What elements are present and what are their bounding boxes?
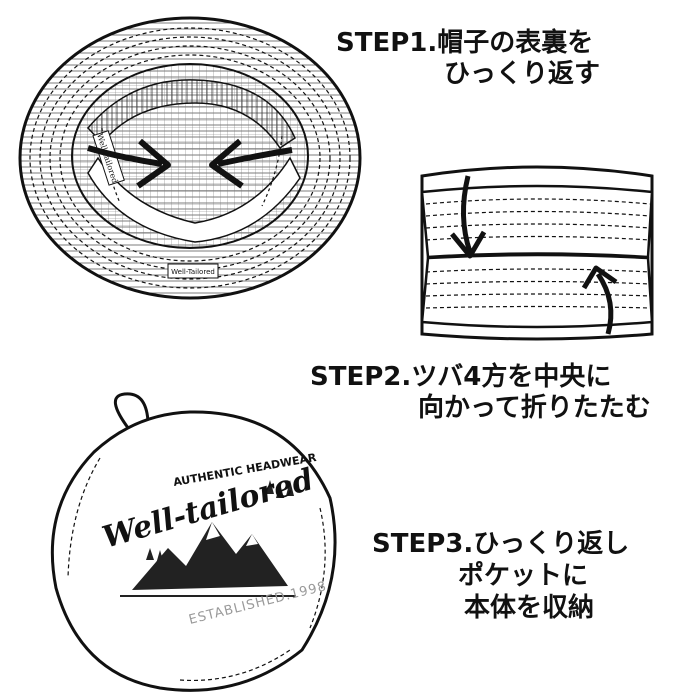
fold-up-arrow-icon xyxy=(595,272,614,335)
left-arrow-icon xyxy=(87,145,163,167)
pouch-loop xyxy=(113,392,150,439)
step3-line3: 本体を収納 xyxy=(464,593,595,624)
pouch-illustration: AUTHENTIC HEADWEAR Well-tailored ESTABLI… xyxy=(50,392,337,692)
mountain-logo-icon xyxy=(132,522,288,590)
step1-line1: STEP1.帽子の表裏を xyxy=(336,28,594,58)
top-fold-flap xyxy=(420,184,654,259)
step3-line2: ポケットに xyxy=(458,561,589,592)
fold-down-arrow-icon xyxy=(460,175,473,253)
folded-hat-illustration xyxy=(420,165,654,341)
step3-line1: STEP3.ひっくり返し xyxy=(372,529,630,559)
step1-line2: ひっくり返す xyxy=(444,58,601,89)
step2-line2: 向かって折りたたむ xyxy=(418,392,651,423)
bottom-fold-flap xyxy=(420,253,654,329)
right-arrow-icon xyxy=(217,147,293,167)
pouch-body xyxy=(50,410,337,692)
hat-label: Well-Tailored xyxy=(171,268,215,276)
step2-instruction: STEP2.ツバ4方を中央に 向かって折りたたむ xyxy=(310,362,651,423)
step1-instruction: STEP1.帽子の表裏を ひっくり返す xyxy=(336,28,600,89)
step2-line1: STEP2.ツバ4方を中央に xyxy=(310,362,612,392)
step3-instruction: STEP3.ひっくり返し ポケットに 本体を収納 xyxy=(372,528,629,625)
hat-inside-illustration: Well-tailored Well-Tailored xyxy=(18,16,362,300)
